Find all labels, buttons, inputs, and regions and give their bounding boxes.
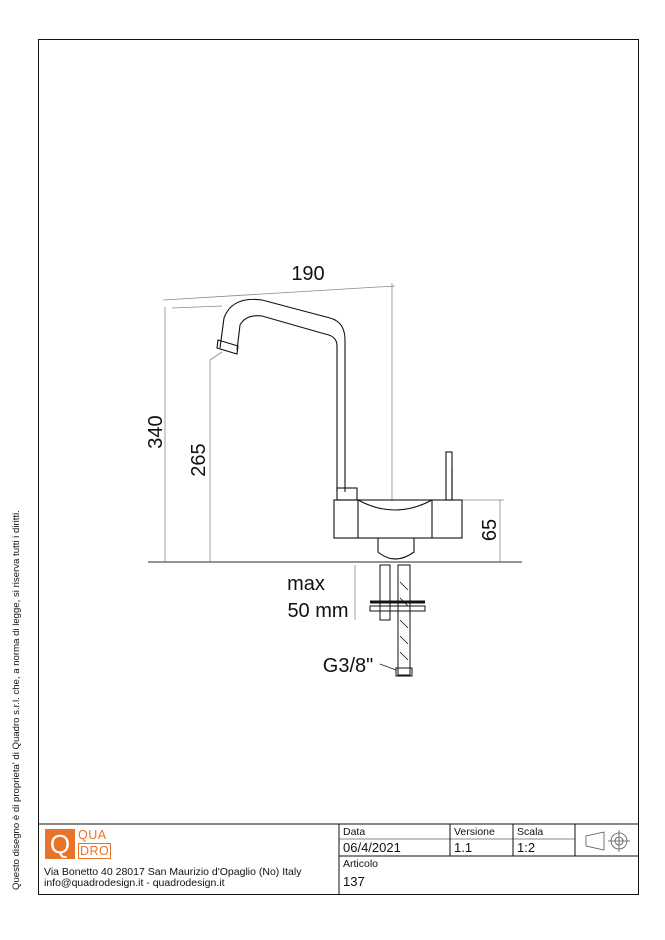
logo-mark [45,829,75,859]
thread-label: G3/8" [323,655,373,677]
total-height-dimension: 340 [145,415,167,448]
article-value: 137 [343,874,365,889]
article-label: Articolo [343,858,379,870]
version-value: 1.1 [454,840,473,855]
scale-value: 1:2 [517,840,536,855]
logo-text-1: QUA [78,828,107,842]
contact-line: info@quadrodesign.it - quadrodesign.it [44,877,225,889]
logo-text-2: DRO [78,843,112,859]
date-value: 06/4/2021 [343,840,401,855]
width-dimension: 190 [291,263,324,285]
logo-letter: Q [49,829,71,859]
date-label: Data [343,826,366,838]
max-label: max [287,573,325,595]
body-height-dimension: 65 [479,519,501,541]
scale-label: Scala [517,826,544,838]
address-line: Via Bonetto 40 28017 San Maurizio d'Opag… [44,866,302,878]
projection-symbol-icon [585,830,630,852]
version-label: Versione [454,826,495,838]
max-value: 50 mm [287,600,348,622]
spout-height-dimension: 265 [188,443,210,476]
quadro-logo: Q QUA DRO [42,827,112,861]
company-address: Via Bonetto 40 28017 San Maurizio d'Opag… [44,867,301,889]
